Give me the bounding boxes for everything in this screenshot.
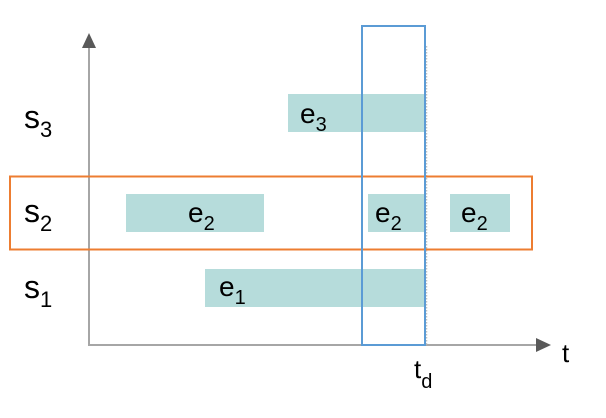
td-label: td [414,354,432,393]
event-bar [288,94,425,132]
row-label: s1 [24,269,52,312]
row-s2: e2 e2 e2 s2 [24,193,510,236]
event-label: e2 [461,197,488,235]
x-axis-arrow-icon [536,338,551,352]
row-label: s2 [24,193,52,236]
event-label: e1 [219,271,246,309]
event-bar [450,194,510,232]
x-axis-label: t [562,338,570,368]
event-bar [205,269,425,307]
row-label: s3 [24,99,52,142]
event-label: e2 [375,197,402,235]
row-s3: e3 s3 [24,94,425,142]
row-s1: e1 s1 [24,269,425,312]
time-window-box [361,25,426,346]
event-label: e2 [188,197,215,235]
event-bar [368,194,425,232]
event-bar [126,194,264,232]
y-axis-arrow-icon [82,33,96,48]
row-s2-highlight-box [9,175,533,251]
event-label: e3 [300,98,327,136]
